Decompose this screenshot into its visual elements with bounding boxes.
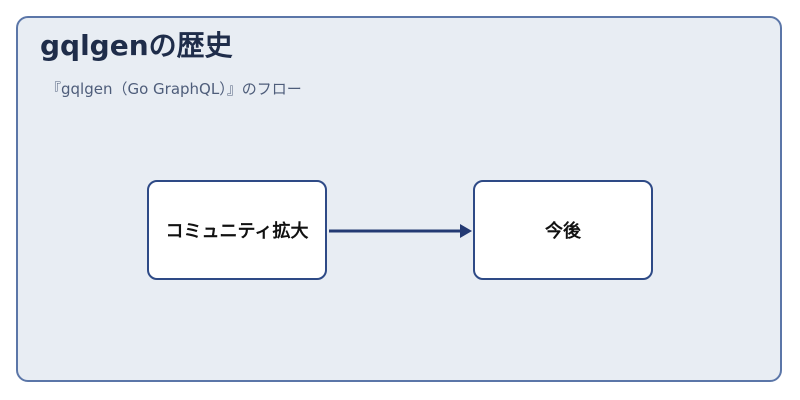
diagram-title: gqlgenの歴史 (40, 29, 233, 62)
diagram-panel (16, 16, 782, 382)
node-label: コミュニティ拡大 (165, 221, 309, 242)
diagram-subtitle: 『gqlgen（Go GraphQL）』のフロー (46, 80, 302, 98)
node-future: 今後 (473, 180, 653, 280)
node-label: 今後 (545, 221, 581, 242)
node-community-expansion: コミュニティ拡大 (147, 180, 327, 280)
